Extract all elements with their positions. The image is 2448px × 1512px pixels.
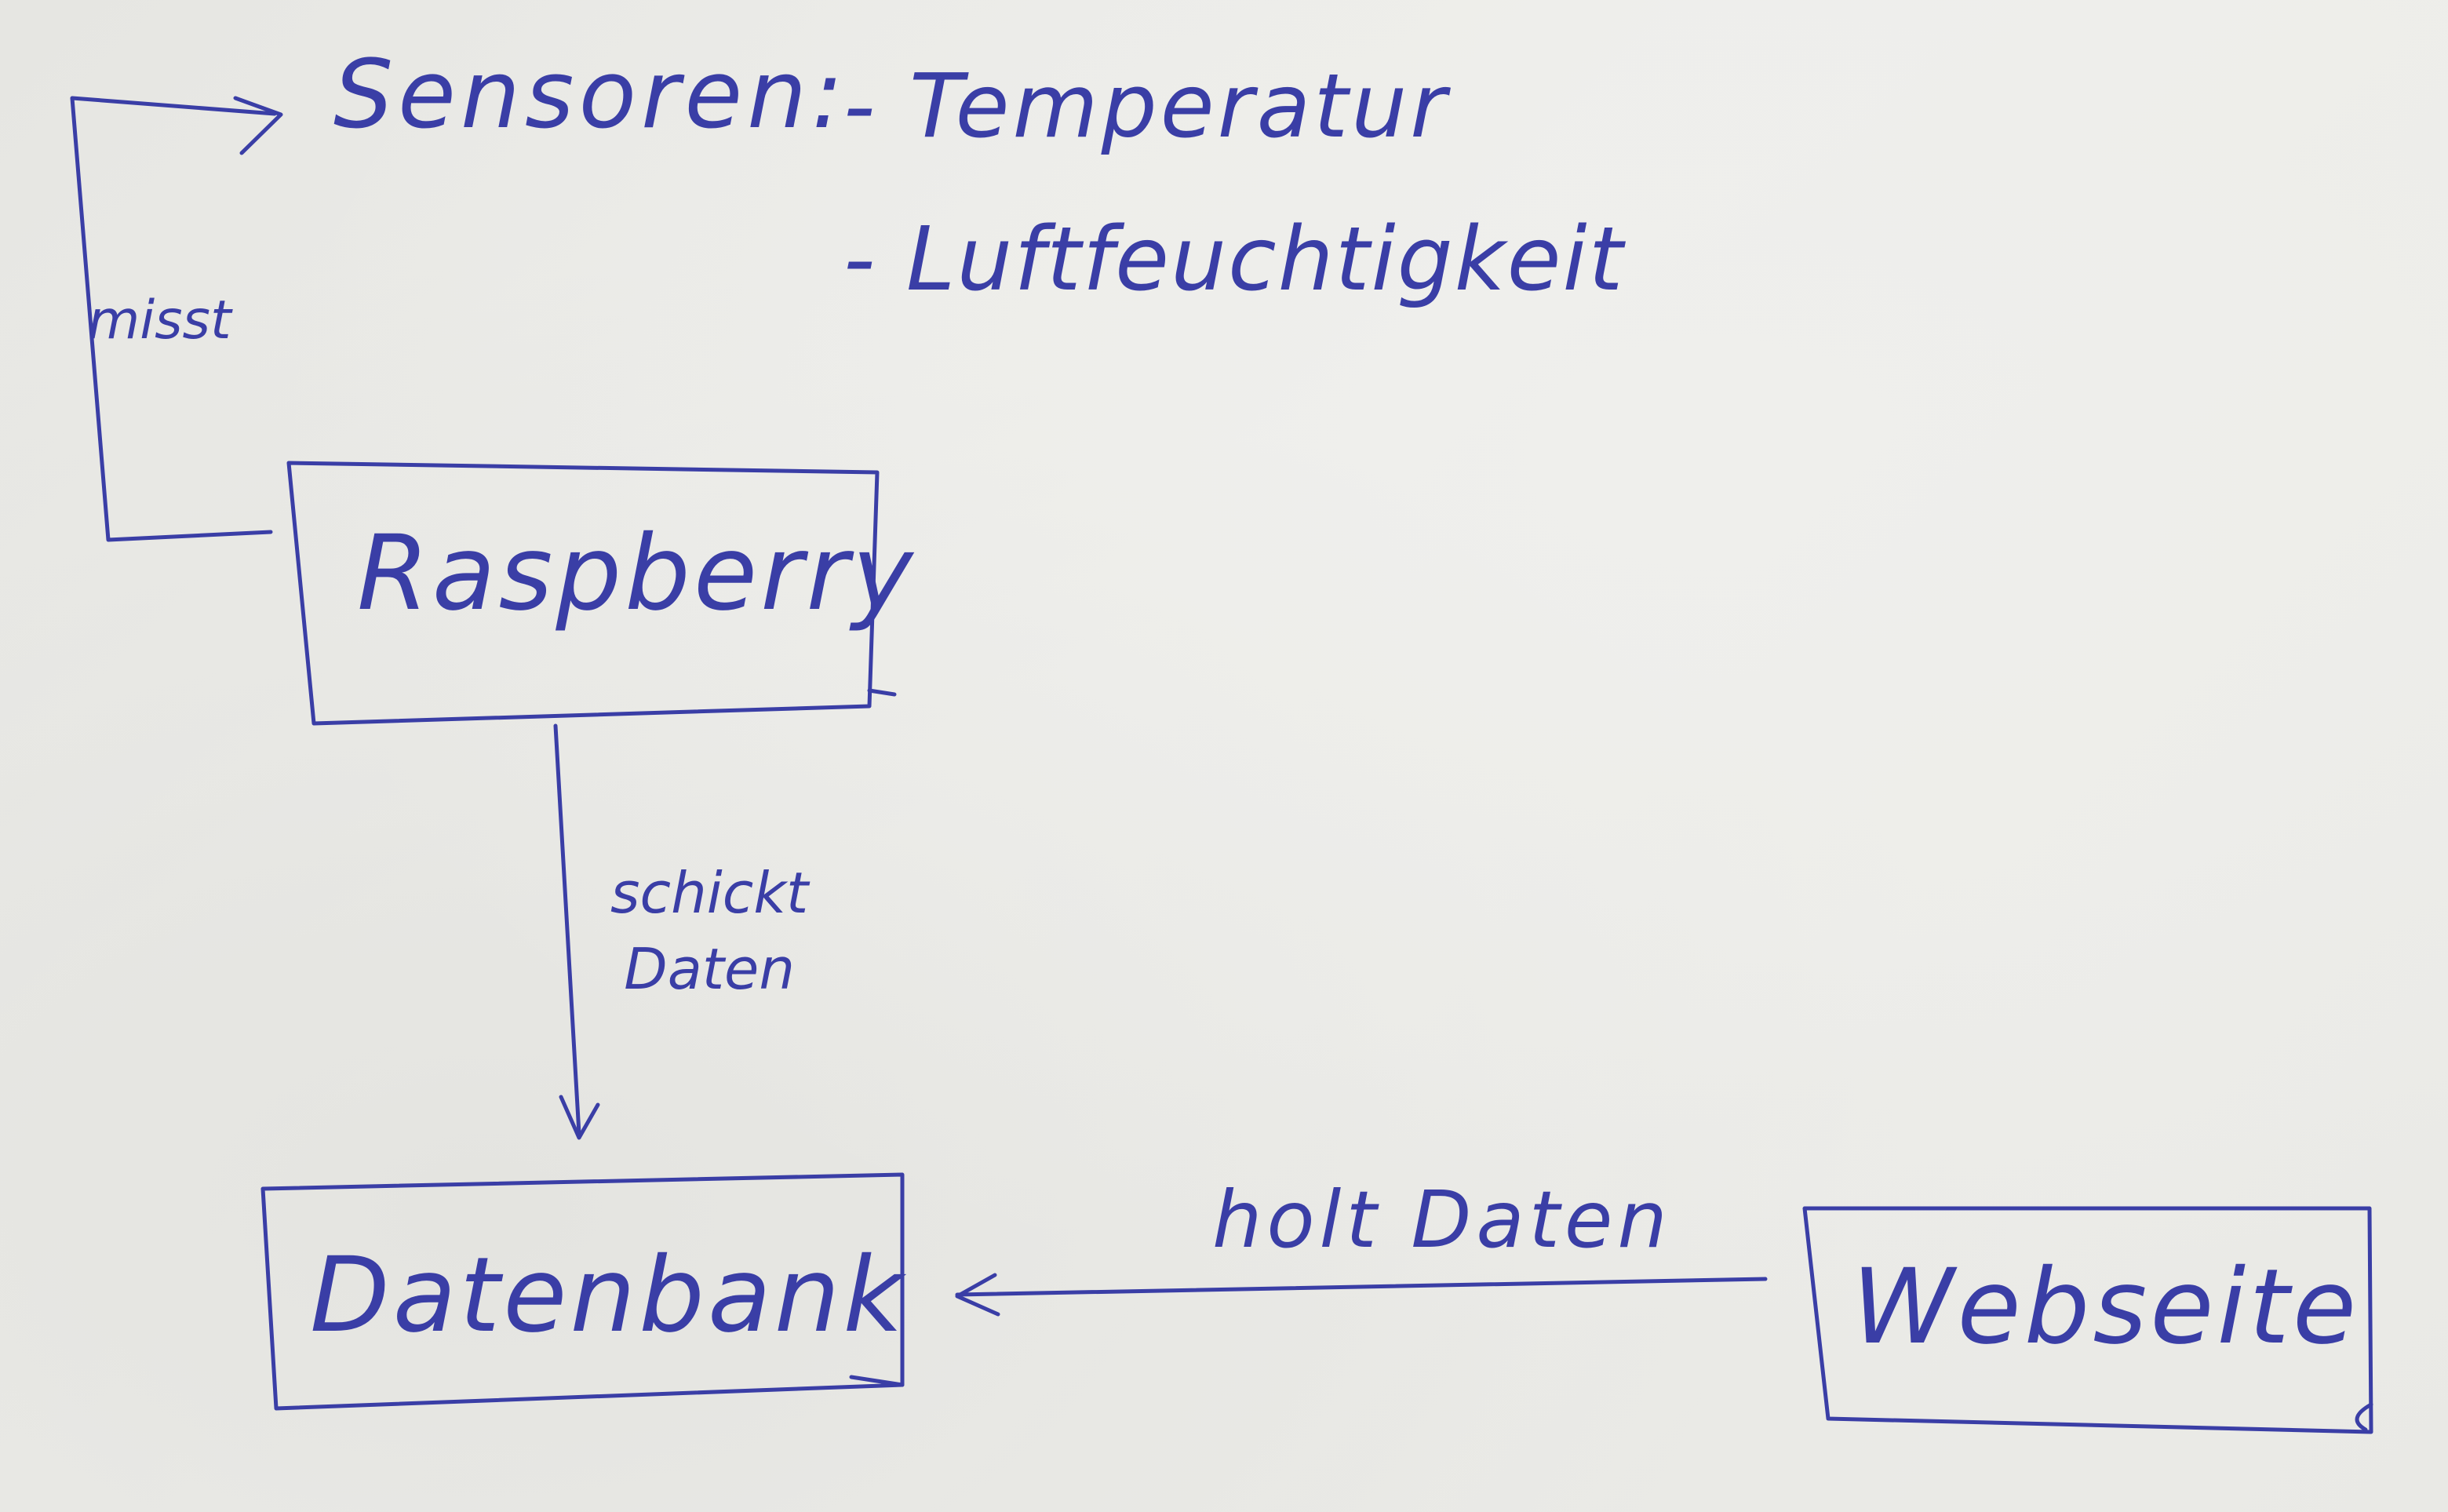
edge-schickt-daten [553, 723, 600, 1140]
raspberry-box [286, 461, 897, 726]
edge-label-misst: misst [88, 290, 231, 352]
edge-label-schickt-line-2: Daten [624, 936, 795, 1003]
edge-label-schickt-daten: schickt Daten [610, 855, 808, 1007]
edge-holt-daten [955, 1273, 1768, 1317]
sensor-item-temperature: - Temperatur [843, 56, 1450, 158]
sensor-item-humidity: - Luftfeuchtigkeit [843, 209, 1625, 311]
webseite-box [1802, 1206, 2373, 1434]
node-label-datenbank: Datenbank [310, 1235, 906, 1356]
edge-misst [70, 96, 283, 542]
sensors-label: Sensoren: [333, 41, 848, 150]
node-label-webseite: Webseite [1852, 1247, 2360, 1368]
datenbank-box [260, 1172, 905, 1411]
edge-label-holt-daten: holt Daten [1212, 1174, 1672, 1266]
edge-label-schickt-line-1: schickt [610, 860, 809, 926]
node-label-raspberry: Raspberry [357, 513, 916, 634]
